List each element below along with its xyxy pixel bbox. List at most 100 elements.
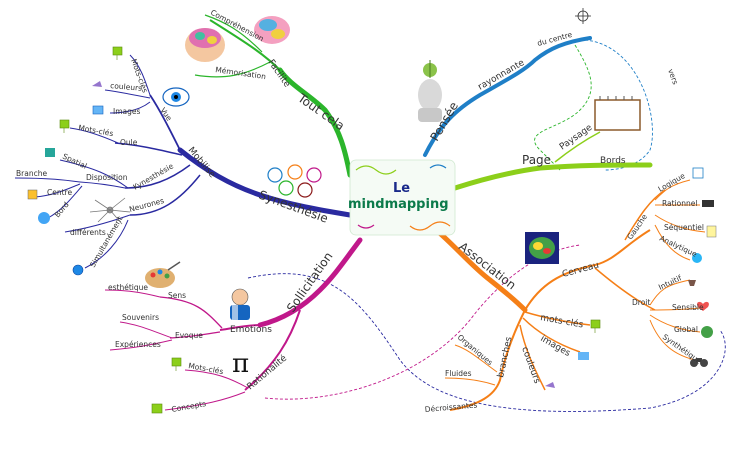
label-kynesthesie[interactable]: Kynesthésie: [132, 161, 176, 191]
label-branches[interactable]: branches: [496, 336, 514, 379]
label-couleurs-assoc[interactable]: couleurs: [519, 346, 542, 386]
label-droit-synthetique[interactable]: Synthétique: [661, 332, 704, 366]
label-evoque[interactable]: Evoque: [175, 331, 203, 340]
label-centre[interactable]: Centre: [47, 188, 72, 197]
label-bord[interactable]: Bord: [53, 200, 71, 219]
branch-branche: [14, 177, 81, 183]
brain-icon-top-left: [185, 28, 225, 62]
center-title-line2: mindmapping: [348, 197, 449, 212]
label-branche[interactable]: Branche: [16, 169, 47, 178]
branch-gauche-logique: [654, 179, 691, 201]
link-rationalite-association: [264, 244, 581, 400]
link-emotions-association: [247, 273, 726, 412]
branch-spatial: [59, 159, 129, 189]
label-images-assoc[interactable]: images: [539, 334, 573, 359]
thinker-head-icon: [418, 60, 442, 122]
person-icon: [230, 288, 250, 320]
label-page[interactable]: Page: [522, 153, 551, 167]
label-gauche-sequentiel[interactable]: Séquentiel: [664, 223, 704, 232]
branch-sollicitation: [257, 237, 363, 328]
label-bords[interactable]: Bords: [600, 156, 626, 166]
label-du-centre[interactable]: du centre: [536, 30, 573, 48]
label-droit-sensible[interactable]: Sensible: [672, 303, 704, 312]
label-gauche-rationnel[interactable]: Rationnel: [662, 199, 697, 208]
label-facilite[interactable]: Facilite: [266, 58, 292, 90]
label-association[interactable]: Association: [456, 239, 518, 292]
branch-neurones: [129, 174, 201, 216]
label-organiques[interactable]: Organiques: [456, 333, 495, 368]
label-fluides[interactable]: Fluides: [445, 369, 472, 378]
label-vue[interactable]: Vue: [158, 106, 174, 123]
label-rationalite[interactable]: Rationalité: [245, 352, 289, 392]
branch-concepts: [164, 391, 246, 411]
label-droit[interactable]: Droit: [632, 298, 650, 307]
label-rayonnante[interactable]: rayonnante: [477, 58, 527, 93]
link-rayonnante-page: [534, 44, 592, 171]
eye-icon: [162, 87, 190, 107]
label-souvenirs[interactable]: Souvenirs: [122, 313, 159, 322]
label-rationalite-motscles[interactable]: Mots-clés: [188, 361, 224, 376]
branch-oule-motscles: [69, 127, 119, 144]
branch-droit-sensible: [649, 307, 701, 311]
branch-mots-cles-assoc: [524, 311, 591, 326]
branch-experiences: [109, 339, 173, 351]
branch-rationalite-motscles: [184, 369, 249, 389]
label-mobilise[interactable]: Mobilise: [186, 146, 218, 181]
branch-gauche-analytique: [654, 224, 691, 261]
label-droit-intuitif[interactable]: Intuitif: [657, 273, 683, 292]
branch-mobilise: [177, 147, 353, 218]
branch-rationalite: [244, 309, 301, 391]
label-concepts[interactable]: Concepts: [171, 399, 207, 414]
branch-association: [427, 222, 528, 313]
branch-differents: [64, 214, 131, 233]
palette-icon: [145, 261, 181, 288]
branch-oule: [114, 142, 183, 156]
label-emotions[interactable]: Emotions: [230, 325, 272, 335]
branch-pensee: [423, 36, 592, 157]
branch-bord: [47, 185, 83, 219]
label-esthetique[interactable]: esthétique: [108, 283, 148, 292]
senses-icons: [267, 164, 322, 198]
branch-droit-synthetique: [649, 319, 696, 361]
branch-kynesthesie: [124, 164, 191, 189]
branch-simultanement: [84, 219, 129, 269]
branch-comprehension: [204, 14, 263, 53]
label-experiences[interactable]: Expériences: [115, 340, 161, 349]
label-gauche-analytique[interactable]: Analytique: [658, 234, 699, 259]
label-tout-cela[interactable]: Tout cela: [294, 90, 347, 133]
branch-vue: [149, 94, 181, 151]
center-node[interactable]: Le mindmapping: [348, 159, 456, 236]
label-droit-global[interactable]: Global: [674, 325, 698, 334]
label-vue-couleurs[interactable]: couleurs: [110, 81, 143, 93]
label-vue-images[interactable]: Images: [113, 107, 140, 116]
label-spatial[interactable]: Spatial: [61, 152, 88, 171]
branch-vue-images: [109, 101, 151, 114]
branch-paysage: [554, 131, 601, 163]
center-title-line1: Le: [393, 181, 410, 196]
label-differents[interactable]: différents: [70, 228, 106, 237]
branch-droit: [594, 267, 656, 311]
label-synesthesie[interactable]: Synesthésie: [257, 188, 330, 226]
label-sens[interactable]: Sens: [168, 291, 186, 300]
branch-tout-cela: [277, 67, 353, 178]
branch-couleurs-assoc: [519, 324, 546, 391]
misc-small-icons: [27, 81, 717, 388]
brain-icon-top-right: [254, 16, 290, 44]
label-gauche[interactable]: Gauche: [625, 212, 649, 241]
label-disposition[interactable]: Disposition: [86, 173, 128, 182]
link-du-centre-vers-bords: [584, 39, 653, 171]
branch-sens: [159, 296, 223, 329]
label-mots-cles-assoc[interactable]: mots-clés: [539, 312, 584, 330]
neuron-icon: [89, 197, 131, 225]
branch-page: [452, 162, 653, 191]
label-neurones[interactable]: Neurones: [128, 196, 165, 214]
label-cerveau[interactable]: Cerveau: [561, 261, 600, 280]
label-oule-motscles[interactable]: Mots-clés: [78, 123, 114, 138]
branch-disposition: [79, 181, 126, 189]
label-decroissantes[interactable]: Décroissantes: [424, 400, 477, 414]
branch-droit-intuitif: [649, 279, 691, 306]
label-oule[interactable]: Oule: [120, 138, 138, 147]
label-vers[interactable]: vers: [666, 68, 680, 86]
branch-vue-couleurs: [104, 89, 151, 99]
